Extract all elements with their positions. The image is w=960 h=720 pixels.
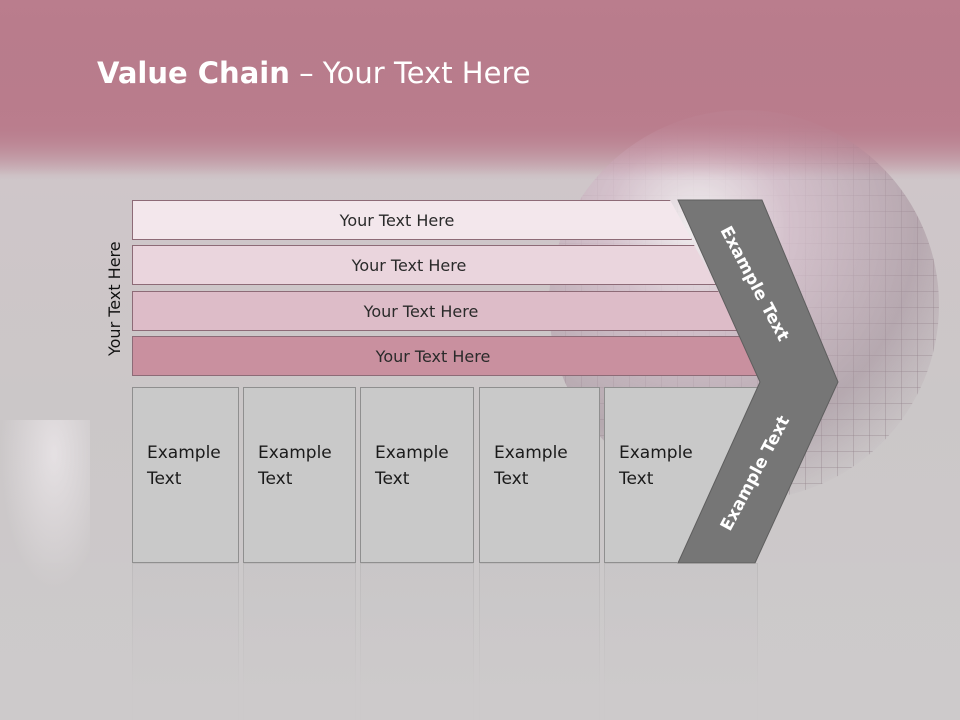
title-bold: Value Chain xyxy=(97,56,290,90)
row-1-label: Your Text Here xyxy=(339,210,455,230)
box-1-line2: Text xyxy=(147,469,182,489)
chevron-arrow xyxy=(677,199,839,564)
title-rest: – Your Text Here xyxy=(289,56,531,90)
row-2-label: Your Text Here xyxy=(351,255,467,275)
slide-title: Value Chain – Your Text Here xyxy=(97,56,531,90)
box-5-line2: Text xyxy=(619,469,654,489)
title-band xyxy=(0,0,960,190)
row-4: Your Text Here xyxy=(132,336,764,376)
row-2: Your Text Here xyxy=(132,245,716,285)
box-3-line1: Example xyxy=(375,443,449,463)
row-4-label: Your Text Here xyxy=(375,346,491,366)
box-2-line1: Example xyxy=(258,443,332,463)
row-3-label: Your Text Here xyxy=(363,301,479,321)
reflection-fade xyxy=(0,563,960,720)
row-1: Your Text Here xyxy=(132,200,692,240)
background-decoration xyxy=(0,420,90,590)
box-2-line2: Text xyxy=(258,469,293,489)
box-3-line2: Text xyxy=(375,469,410,489)
box-5-line1: Example xyxy=(619,443,693,463)
box-4-line1: Example xyxy=(494,443,568,463)
box-1-line1: Example xyxy=(147,443,221,463)
row-3: Your Text Here xyxy=(132,291,740,331)
box-4-line2: Text xyxy=(494,469,529,489)
